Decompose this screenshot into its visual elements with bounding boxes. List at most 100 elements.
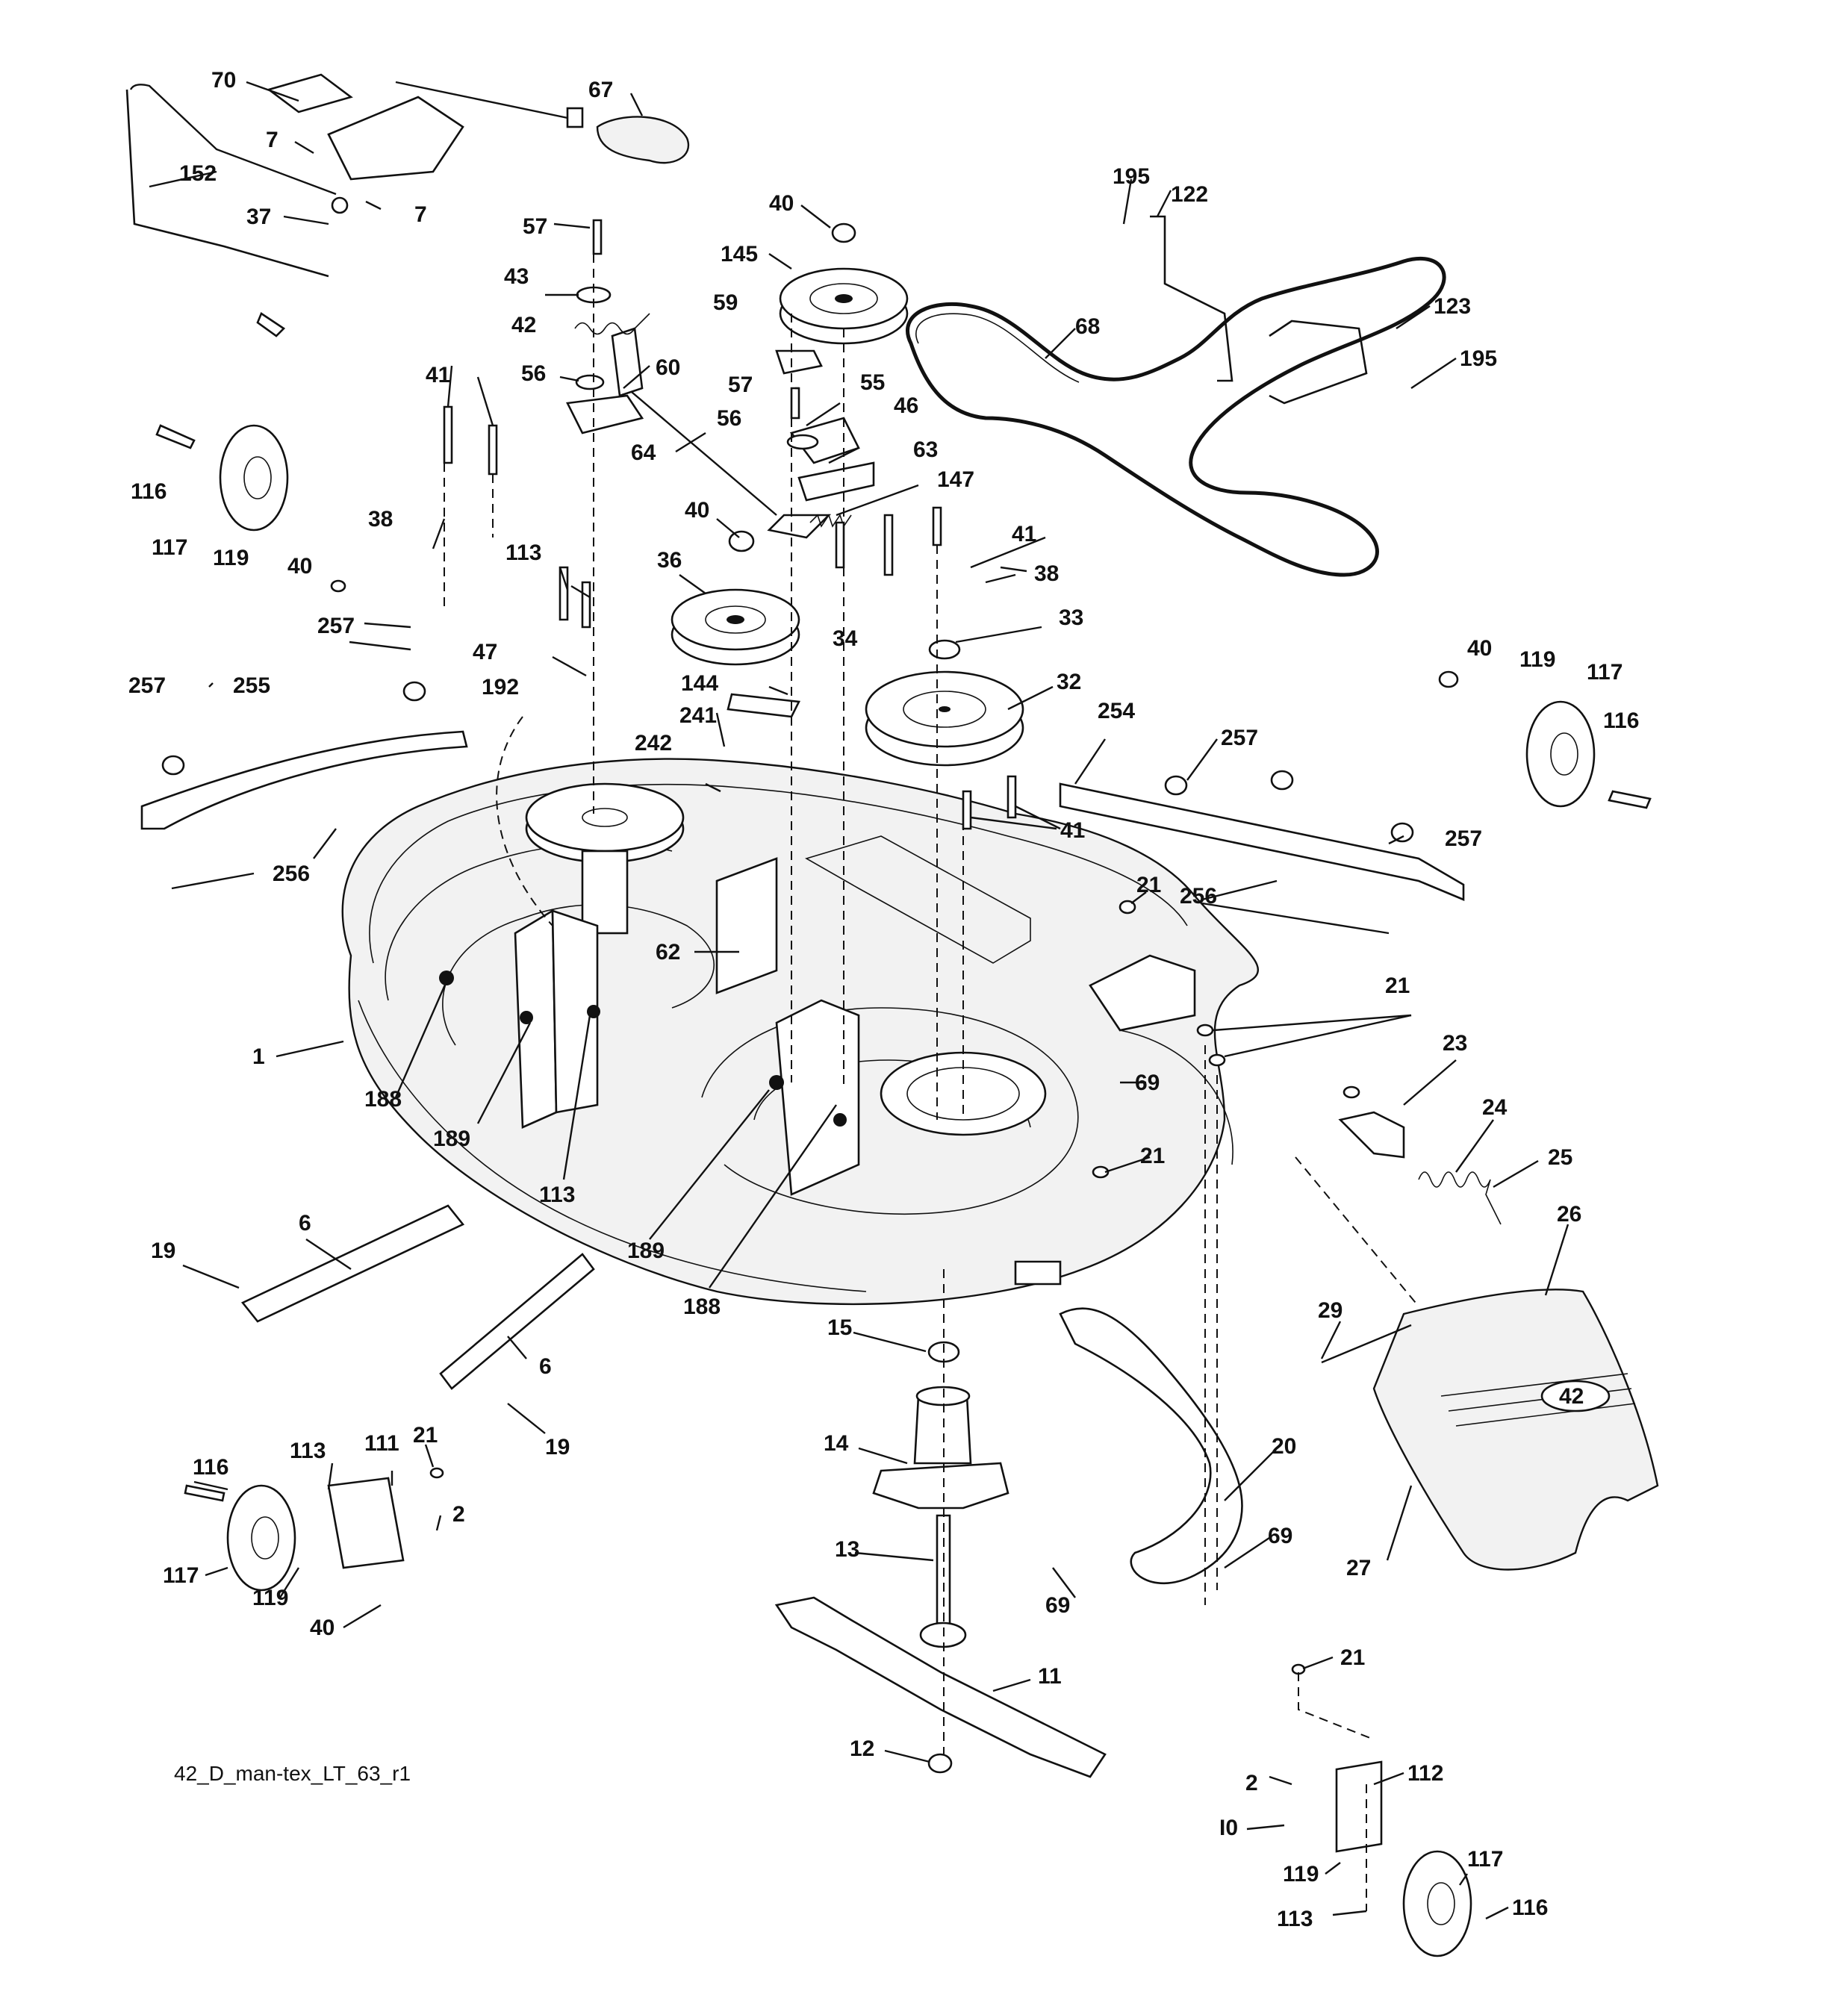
- label-188-mid: 188: [683, 1295, 721, 1319]
- label-69-right: 69: [1268, 1524, 1292, 1548]
- label-257-top-left: 257: [317, 614, 355, 638]
- label-113-mid: 113: [539, 1183, 575, 1207]
- label-21-mid: 21: [1140, 1144, 1165, 1168]
- label-69-deck: 69: [1135, 1071, 1160, 1095]
- label-25: 25: [1548, 1145, 1572, 1170]
- label-122: 122: [1171, 182, 1208, 207]
- label-40-left: 40: [287, 554, 312, 579]
- belt-guide-brackets: [1150, 215, 1368, 405]
- label-14: 14: [824, 1431, 849, 1456]
- label-64: 64: [631, 440, 656, 465]
- label-255: 255: [233, 673, 270, 698]
- label-116-right: 116: [1603, 708, 1639, 733]
- label-40-mid: 40: [685, 498, 709, 523]
- label-69-bottom: 69: [1045, 1593, 1070, 1618]
- deck-size-badge: 42: [1559, 1384, 1584, 1409]
- label-117-top-left: 117: [152, 535, 187, 560]
- label-117-bottom: 117: [1467, 1847, 1503, 1872]
- leader-lines: [149, 81, 1569, 1920]
- idler-pulley-145: [779, 267, 909, 345]
- label-116-top-left: 116: [131, 479, 167, 504]
- label-117-left: 117: [163, 1563, 199, 1588]
- label-112: 112: [1407, 1761, 1443, 1786]
- label-46: 46: [894, 393, 918, 418]
- label-57-mid: 57: [728, 373, 753, 397]
- stabilizer-254: [1059, 782, 1465, 901]
- chute-rod-29: [1321, 1324, 1412, 1364]
- label-189-left: 189: [433, 1127, 470, 1151]
- gauge-wheel-right: [1525, 700, 1652, 809]
- front-bracket-20: [1059, 1307, 1243, 1584]
- label-23: 23: [1443, 1031, 1467, 1056]
- label-257-left: 257: [128, 673, 166, 698]
- label-55: 55: [860, 370, 885, 395]
- label-11: 11: [1038, 1664, 1062, 1689]
- gauge-wheel-bottom-right: [1335, 1760, 1472, 1957]
- label-21-top: 21: [1136, 873, 1161, 897]
- label-123: 123: [1434, 294, 1471, 319]
- label-119-bottom: 119: [1283, 1862, 1319, 1887]
- label-12: 12: [850, 1736, 874, 1761]
- label-21-bottom: 21: [1340, 1645, 1365, 1670]
- label-20: 20: [1272, 1434, 1296, 1459]
- spring-25: [1418, 1171, 1502, 1225]
- label-10: I0: [1219, 1816, 1238, 1840]
- label-41-right: 41: [1012, 522, 1036, 546]
- spindle-assembly: [872, 1386, 1009, 1648]
- label-56-top: 56: [521, 361, 546, 386]
- label-13: 13: [835, 1537, 859, 1562]
- label-117-right: 117: [1587, 660, 1623, 685]
- label-40-bottom-left: 40: [310, 1616, 335, 1640]
- label-256-right: 256: [1180, 884, 1217, 909]
- label-113-bottom: 113: [1277, 1907, 1313, 1931]
- label-7-top: 7: [266, 128, 279, 152]
- label-67: 67: [588, 78, 613, 102]
- label-37: 37: [246, 205, 271, 229]
- diagram-caption: 42_D_man-tex_LT_63_r1: [174, 1762, 411, 1785]
- label-41-deck: 41: [1060, 818, 1085, 843]
- idler-pulley-36: [671, 588, 800, 666]
- label-27: 27: [1346, 1556, 1371, 1580]
- label-56-mid: 56: [717, 406, 741, 431]
- link-6a: [240, 1204, 465, 1323]
- label-21-right: 21: [1385, 973, 1410, 998]
- label-21-left: 21: [413, 1423, 438, 1448]
- label-192: 192: [482, 675, 519, 700]
- cable-and-linkage-group: [125, 73, 584, 337]
- label-145: 145: [721, 242, 758, 267]
- label-113-top: 113: [505, 541, 541, 565]
- bracket-23: [1338, 1111, 1405, 1159]
- label-47: 47: [473, 640, 497, 664]
- label-188-left: 188: [364, 1087, 402, 1112]
- spindle-pulley-32: [865, 670, 1024, 767]
- label-116-bottom: 116: [1512, 1895, 1548, 1920]
- label-68: 68: [1075, 314, 1100, 339]
- label-40-right: 40: [1467, 636, 1492, 661]
- label-42: 42: [511, 313, 536, 337]
- label-119-left: 119: [252, 1586, 288, 1610]
- label-257-right: 257: [1445, 826, 1482, 851]
- label-19-bottom: 19: [545, 1435, 570, 1459]
- gauge-wheel-bottom-left: [184, 1477, 405, 1592]
- label-119-top-left: 119: [213, 546, 249, 570]
- label-24: 24: [1482, 1095, 1508, 1120]
- stabilizer-255: [140, 730, 468, 830]
- label-189-mid: 189: [627, 1239, 665, 1263]
- label-32: 32: [1057, 670, 1081, 694]
- label-43: 43: [504, 264, 529, 289]
- label-38-right: 38: [1034, 561, 1059, 586]
- gauge-wheel-top-left: [155, 424, 289, 532]
- label-6-top: 6: [299, 1211, 311, 1236]
- blade: [774, 1596, 1107, 1778]
- label-7-bottom: 7: [414, 202, 427, 227]
- assembly-center-lines: [444, 254, 1419, 1911]
- label-119-right: 119: [1519, 647, 1555, 672]
- label-257-right-top: 257: [1221, 726, 1258, 750]
- label-36: 36: [657, 548, 682, 573]
- label-33: 33: [1059, 605, 1083, 630]
- label-15: 15: [827, 1315, 852, 1340]
- label-116-left: 116: [193, 1455, 228, 1480]
- label-40-top: 40: [769, 191, 794, 216]
- label-242: 242: [635, 731, 672, 756]
